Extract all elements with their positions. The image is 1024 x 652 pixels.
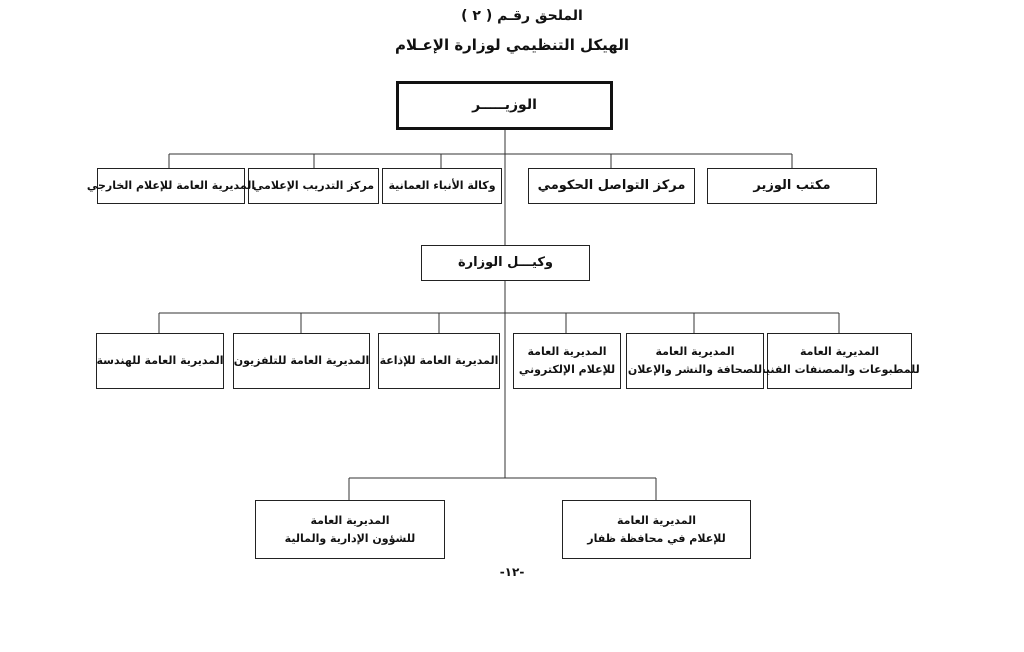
box-label-line2: للإعلام في محافظة ظفار (587, 531, 726, 545)
box-label-line2: للشؤون الإدارية والمالية (284, 531, 416, 545)
box-label-line1: المديرية العامة (617, 513, 696, 527)
dhofar-media-directorate-box: المديرية العامة للإعلام في محافظة ظفار (562, 500, 751, 559)
radio-directorate-box: المديرية العامة للإذاعة (378, 333, 500, 389)
box-label: المديرية العامة للتلفزيون (233, 354, 370, 368)
press-publishing-directorate-box: المديرية العامة للصحافة والنشر والإعلان (626, 333, 764, 389)
box-label-line1: المديرية العامة (310, 513, 390, 527)
media-training-center-box: مركز التدريب الإعلامي (248, 168, 379, 204)
chart-title: الهيكل التنظيمي لوزارة الإعـلام (395, 36, 629, 54)
electronic-media-directorate-box: المديرية العامة للإعلام الإلكتروني (513, 333, 621, 389)
box-label-line2: للإعلام الإلكتروني (518, 363, 616, 376)
admin-finance-directorate-box: المديرية العامة للشؤون الإدارية والمالية (255, 500, 445, 559)
office-of-minister-box: مكتب الوزير (707, 168, 877, 204)
minister-label: الوزيـــــر (472, 97, 537, 114)
box-label-line2: للصحافة والنشر والإعلان (627, 363, 763, 376)
publications-directorate-box: المديرية العامة للمطبوعات والمصنفات الفن… (759, 333, 920, 389)
box-label-line1: المديرية العامة (527, 345, 607, 359)
page-number: -١٢- (499, 565, 525, 579)
appendix-title: الملحق رقـم ( ٢ ) (461, 8, 583, 24)
undersecretary-box: وكيـــل الوزارة (421, 245, 590, 281)
box-label: مكتب الوزير (753, 177, 831, 193)
government-communication-center-box: مركز التواصل الحكومي (528, 168, 695, 204)
undersecretary-label: وكيـــل الوزارة (458, 254, 553, 270)
box-label: وكالة الأنباء العمانية (388, 179, 496, 193)
box-label-line1: المديرية العامة (800, 345, 879, 359)
engineering-directorate-box: المديرية العامة للهندسة (96, 333, 224, 389)
box-label: المديرية العامة للإعلام الخارجي (86, 179, 256, 193)
box-label: المديرية العامة للهندسة (96, 354, 224, 368)
box-label: مركز التواصل الحكومي (537, 177, 686, 193)
television-directorate-box: المديرية العامة للتلفزيون (233, 333, 370, 389)
box-label-line2: للمطبوعات والمصنفات الفنية (759, 363, 920, 376)
box-label: المديرية العامة للإذاعة (379, 354, 499, 368)
minister-box: الوزيـــــر (396, 81, 613, 130)
oman-news-agency-box: وكالة الأنباء العمانية (382, 168, 502, 204)
box-label-line1: المديرية العامة (655, 345, 735, 359)
box-label: مركز التدريب الإعلامي (252, 179, 375, 193)
external-media-directorate-box: المديرية العامة للإعلام الخارجي (87, 168, 255, 204)
